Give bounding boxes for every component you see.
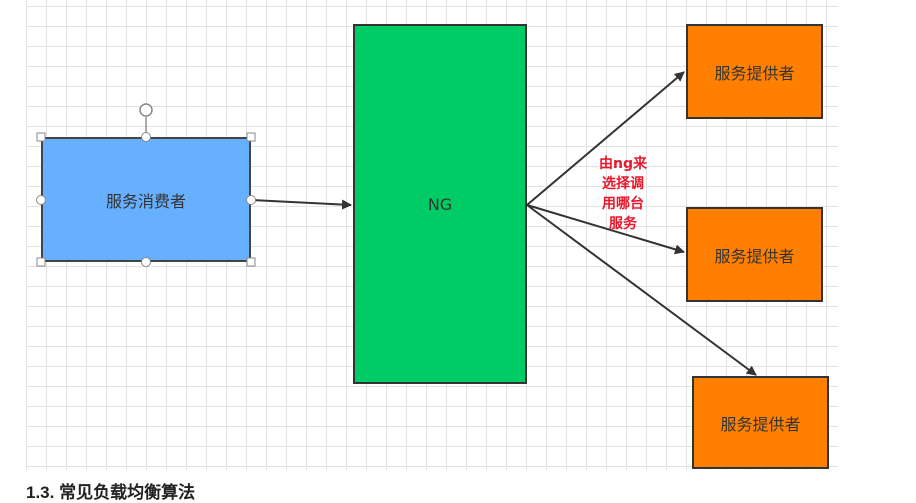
consumer-box[interactable]: 服务消费者: [41, 137, 251, 262]
connection-point-left[interactable]: [36, 195, 46, 205]
rotate-handle[interactable]: [139, 103, 153, 117]
section-title: 1.3. 常见负载均衡算法: [26, 483, 196, 502]
resize-handle-bottom-left[interactable]: [36, 257, 46, 267]
provider-box-2[interactable]: 服务提供者: [686, 207, 823, 302]
connection-point-bottom[interactable]: [141, 257, 151, 267]
connection-point-top[interactable]: [141, 132, 151, 142]
arrow-ng-to-provider-1[interactable]: [526, 71, 685, 206]
provider-box-1[interactable]: 服务提供者: [686, 24, 823, 119]
provider-label-3: 服务提供者: [720, 414, 801, 434]
arrow-ng-to-provider-3[interactable]: [526, 204, 757, 376]
arrow-ng-to-provider-2[interactable]: [526, 204, 685, 255]
annotation-text: 由ng来 选择调 用哪台 服务: [599, 156, 647, 232]
ng-label: NG: [427, 194, 453, 214]
consumer-label: 服务消费者: [105, 191, 186, 211]
arrow-consumer-to-ng[interactable]: [250, 199, 352, 210]
resize-handle-top-right[interactable]: [246, 132, 256, 142]
provider-label-2: 服务提供者: [714, 246, 795, 266]
resize-handle-bottom-right[interactable]: [246, 257, 256, 267]
ng-box[interactable]: NG: [353, 24, 527, 384]
connection-point-right[interactable]: [246, 195, 256, 205]
provider-label-1: 服务提供者: [714, 63, 795, 83]
resize-handle-top-left[interactable]: [36, 132, 46, 142]
provider-box-3[interactable]: 服务提供者: [692, 376, 829, 469]
